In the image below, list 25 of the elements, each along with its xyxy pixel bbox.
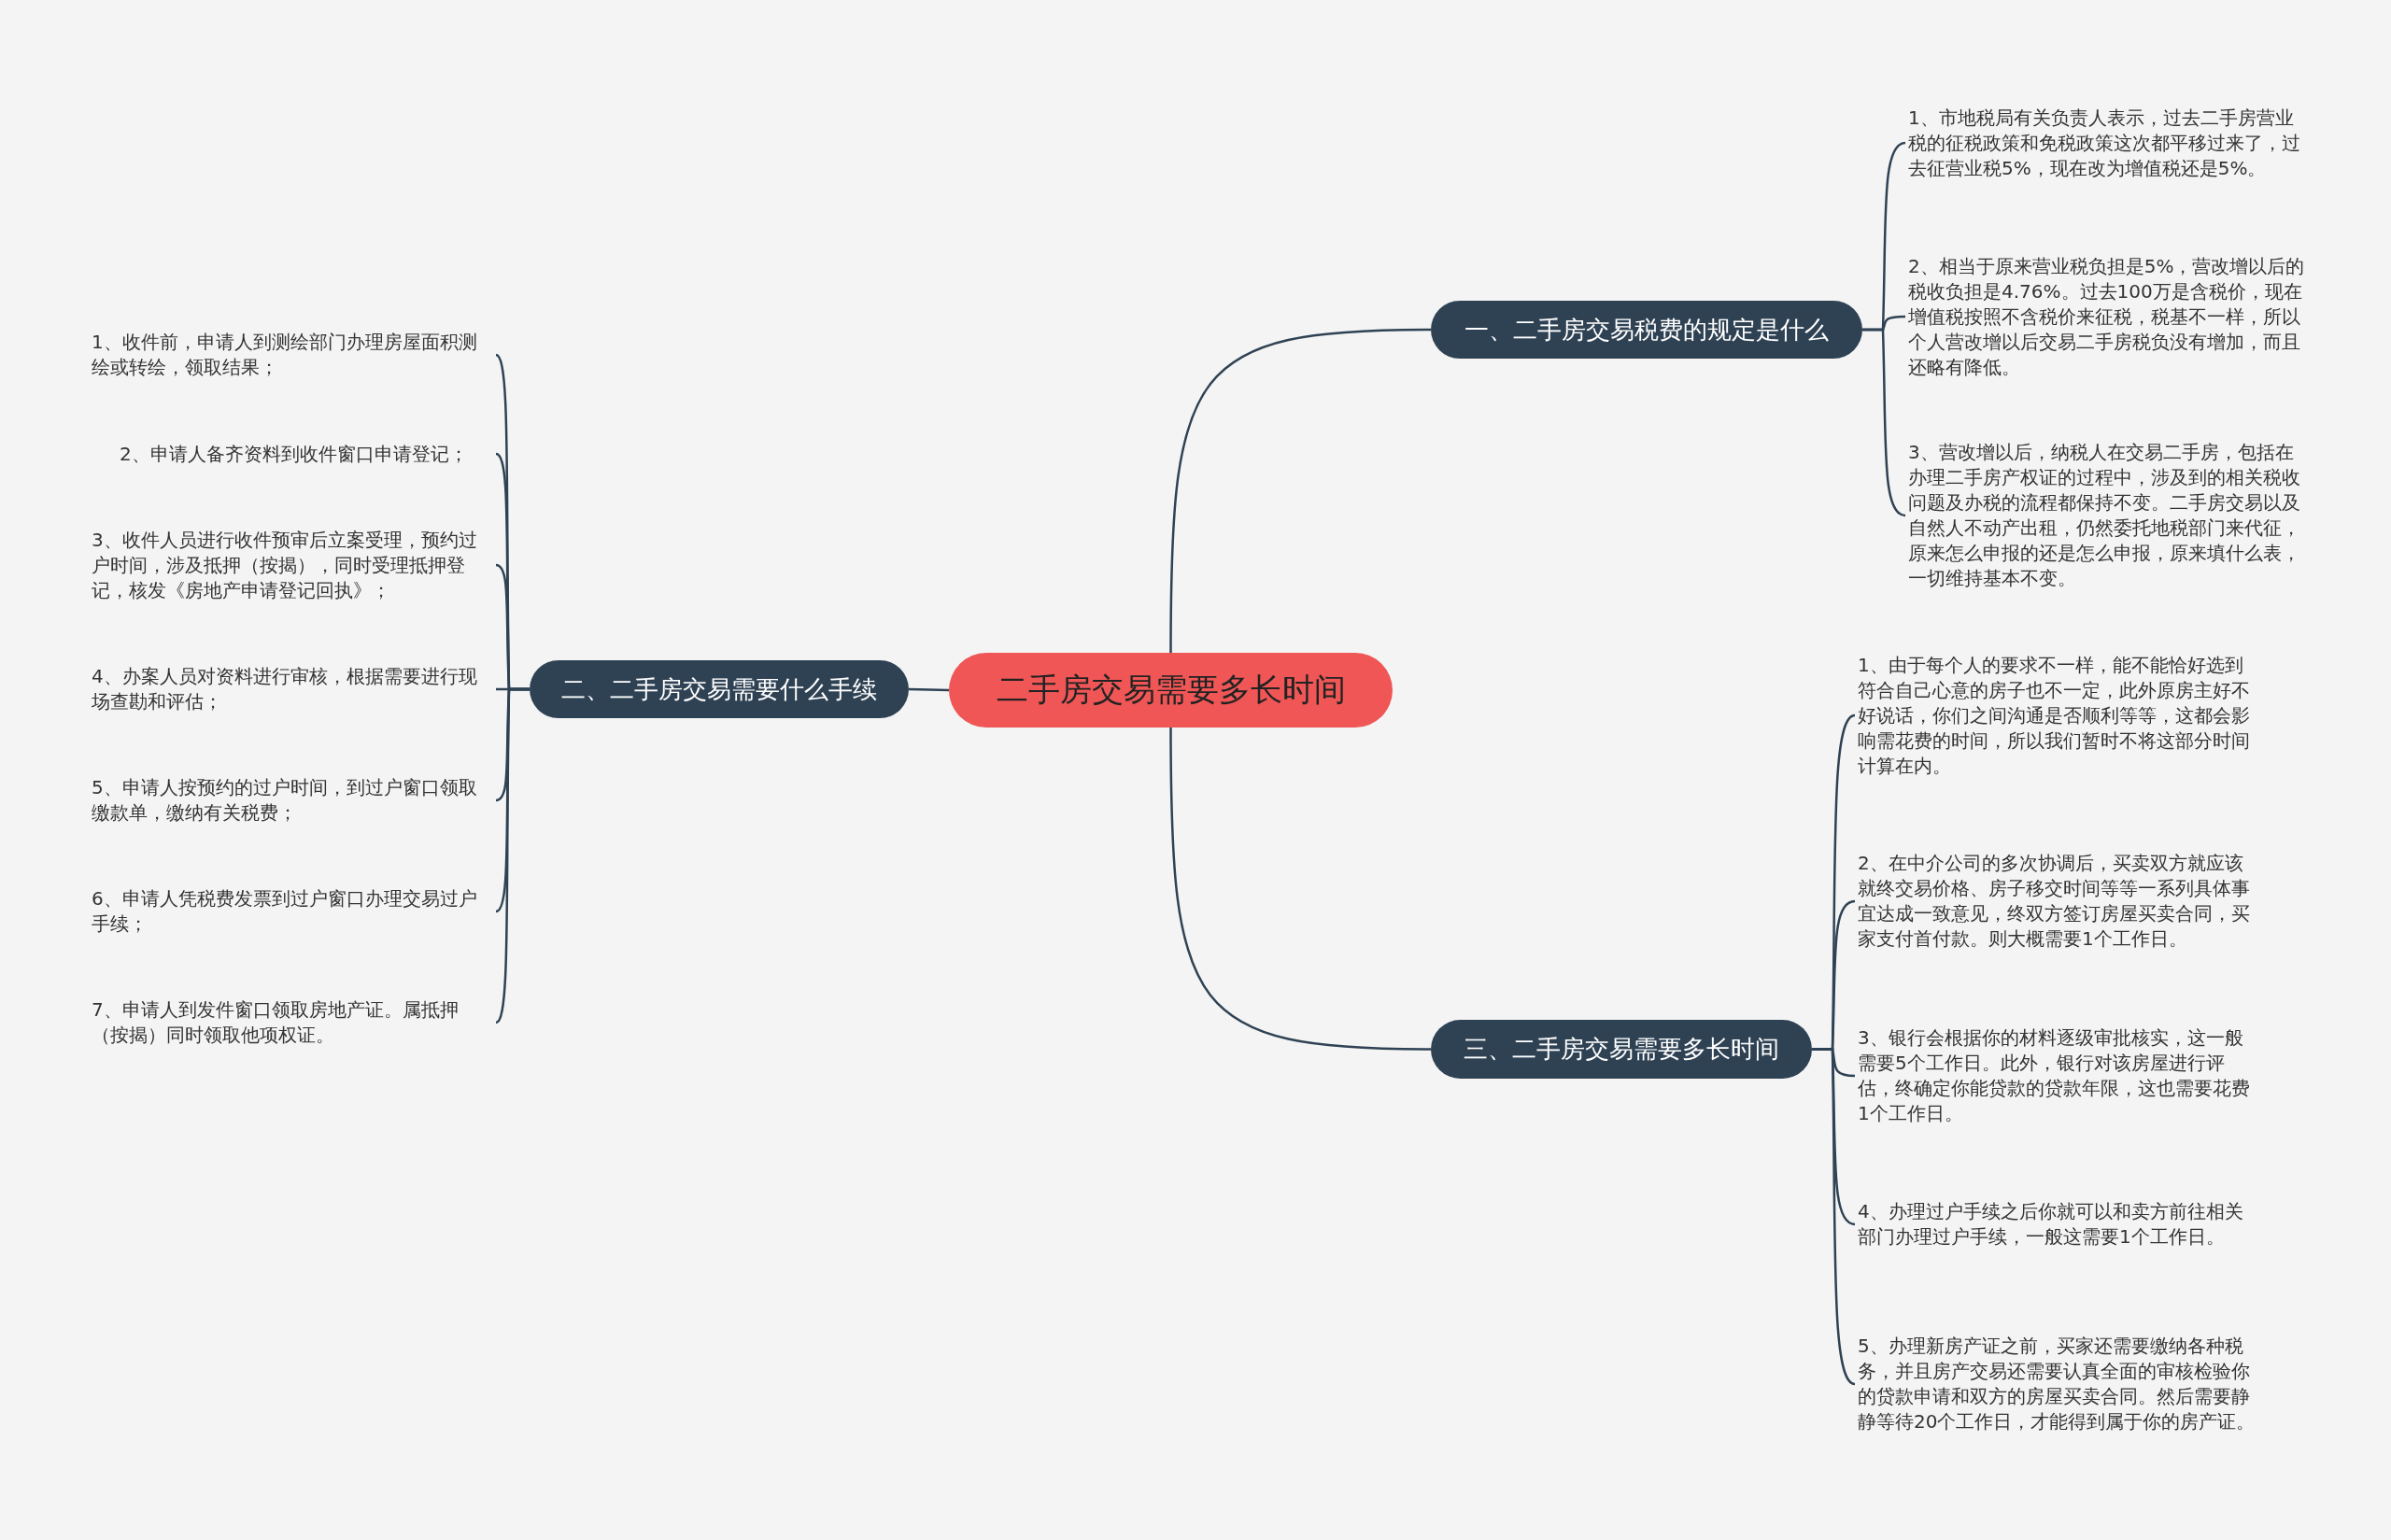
topic-text: 6、申请人凭税费发票到过户窗口办理交易过户手续； bbox=[92, 886, 493, 937]
branch-topic: 二、二手房交易需要什么手续 bbox=[530, 660, 909, 718]
topic-text: 1、收件前，申请人到测绘部门办理房屋面积测绘或转绘，领取结果； bbox=[92, 330, 493, 380]
connector-line bbox=[1169, 728, 1431, 1051]
topic-text: 3、收件人员进行收件预审后立案受理，预约过户时间，涉及抵押（按揭），同时受理抵押登记，核发《房地产申请登记回执》； bbox=[92, 527, 493, 603]
branch-topic: 一、二手房交易税费的规定是什么 bbox=[1431, 301, 1862, 359]
topic-text: 1、市地税局有关负责人表示，过去二手房营业税的征税政策和免税政策这次都平移过来了，过去征营业税5%，现在改为增值税还是5%。 bbox=[1908, 105, 2310, 181]
topic-text: 4、办理过户手续之后你就可以和卖方前往相关部门办理过户手续，一般这需要1个工作日。 bbox=[1858, 1199, 2259, 1250]
connector-line bbox=[495, 687, 530, 1024]
central-topic: 二手房交易需要多长时间 bbox=[949, 653, 1393, 728]
topic-text: 5、申请人按预约的过户时间，到过户窗口领取缴款单，缴纳有关税费； bbox=[92, 775, 493, 826]
branch-topic: 三、二手房交易需要多长时间 bbox=[1431, 1020, 1812, 1079]
connector-line bbox=[1812, 1048, 1856, 1386]
topic-text: 2、在中介公司的多次协调后，买卖双方就应该就终交易价格、房子移交时间等等一系列具体事宜达成一致意见，终双方签订房屋买卖合同，买家支付首付款。则大概需要1个工作日。 bbox=[1858, 851, 2259, 952]
connector-line bbox=[1862, 328, 1906, 517]
topic-text: 3、银行会根据你的材料逐级审批核实，这一般需要5个工作日。此外，银行对该房屋进行评估，终确定你能贷款的贷款年限，这也需要花费1个工作日。 bbox=[1858, 1025, 2259, 1126]
topic-text: 1、由于每个人的要求不一样，能不能恰好选到符合自己心意的房子也不一定，此外原房主好不好说话，你们之间沟通是否顺利等等，这都会影响需花费的时间，所以我们暂时不将这部分时间计算在内。 bbox=[1858, 652, 2259, 779]
connector-line bbox=[1169, 328, 1431, 653]
topic-text: 2、申请人备齐资料到收件窗口申请登记； bbox=[120, 441, 493, 467]
topic-text: 5、办理新房产证之前，买家还需要缴纳各种税务，并且房产交易还需要认真全面的审核检验你的贷款申请和双方的房屋买卖合同。然后需要静静等待20个工作日，才能得到属于你的房产证。 bbox=[1858, 1334, 2259, 1434]
connector-line bbox=[908, 687, 950, 692]
topic-text: 4、办案人员对资料进行审核，根据需要进行现场查勘和评估； bbox=[92, 664, 493, 714]
topic-text: 7、申请人到发件窗口领取房地产证。属抵押（按揭）同时领取他项权证。 bbox=[92, 997, 493, 1048]
topic-text: 3、营改增以后，纳税人在交易二手房，包括在办理二手房产权证的过程中，涉及到的相关税收问题及办税的流程都保持不变。二手房交易以及自然人不动产出租，仍然委托地税部门来代征，原来怎么申报的还是怎么申报，原来填什么表，一切维持基本不变。 bbox=[1908, 440, 2310, 591]
topic-text: 2、相当于原来营业税负担是5%，营改增以后的税收负担是4.76%。过去100万是含税价，现在增值税按照不含税价来征税，税基不一样，所以个人营改增以后交易二手房税负没有增加，而且还略有降低。 bbox=[1908, 253, 2310, 380]
